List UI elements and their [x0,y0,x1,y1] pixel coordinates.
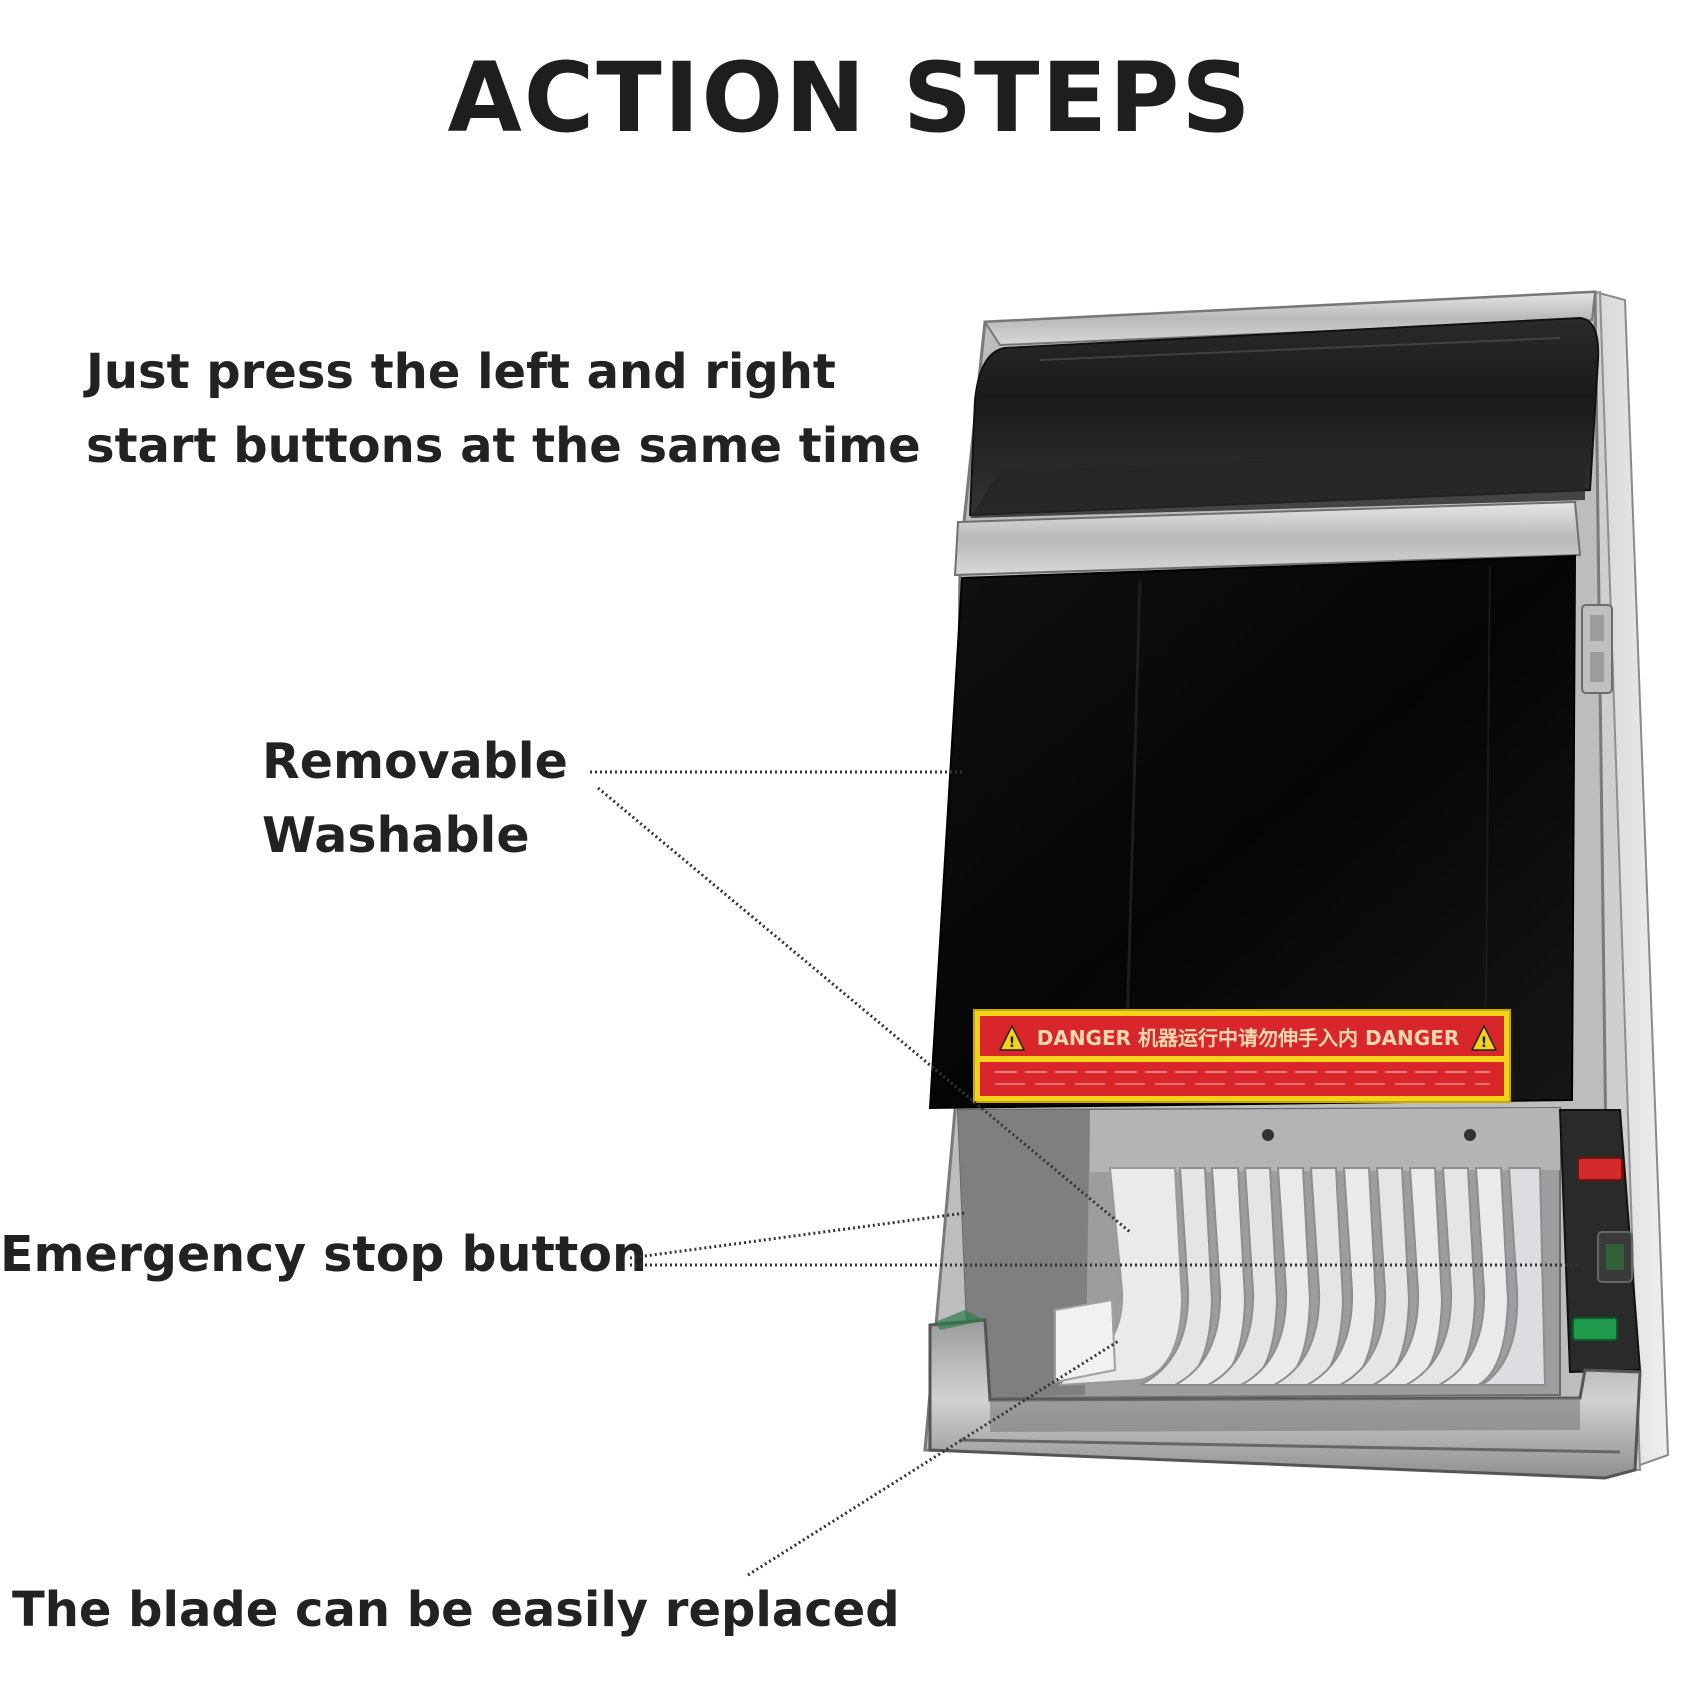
blade [1139,1167,1214,1386]
start-caption-line-2: start buttons at the same time [86,418,921,474]
removable-label: Removable [262,733,568,790]
blade [1207,1167,1279,1386]
base-tray [928,1310,1642,1480]
washable-label: Washable [262,807,530,864]
blade [1273,1167,1345,1386]
danger-sticker-text: DANGER 机器运行中请勿伸手入内 DANGER [1037,1026,1460,1050]
emergency-leader-line-upper [629,1211,966,1260]
page-title: ACTION STEPS [447,42,1253,154]
svg-text:!: ! [1481,1035,1487,1051]
blade-replace-caption: The blade can be easily replaced [12,1582,900,1638]
blade-leader-line [747,1338,1121,1577]
callout-leader-lines [590,770,1580,1577]
svg-text:!: ! [1009,1035,1015,1051]
control-panel [1558,1109,1642,1374]
blade [1306,1167,1378,1386]
removable-washable-caption: Removable Washable [262,725,568,873]
blade [1174,1167,1247,1386]
blade [1478,1167,1547,1386]
blade [1372,1167,1444,1386]
blade [1405,1167,1477,1386]
danger-sticker: ! ! DANGER 机器运行中请勿伸手入内 DANGER [973,1009,1511,1103]
start-caption-line-1: Just press the left and right [86,344,836,400]
start-button[interactable] [1572,1317,1618,1341]
emergency-stop-caption: Emergency stop button [0,1226,647,1283]
washable-leader-line-diagonal [597,786,1131,1234]
top-cover [968,316,1600,518]
blade [1240,1167,1312,1386]
stop-button[interactable] [1577,1157,1623,1181]
hinge [1581,604,1613,694]
stainless-band [953,500,1582,577]
start-buttons-caption: Just press the left and right start butt… [86,335,921,483]
blade [1058,1167,1184,1387]
blade-set [1054,1167,1547,1387]
blade [1339,1167,1411,1386]
blade [1438,1167,1510,1386]
